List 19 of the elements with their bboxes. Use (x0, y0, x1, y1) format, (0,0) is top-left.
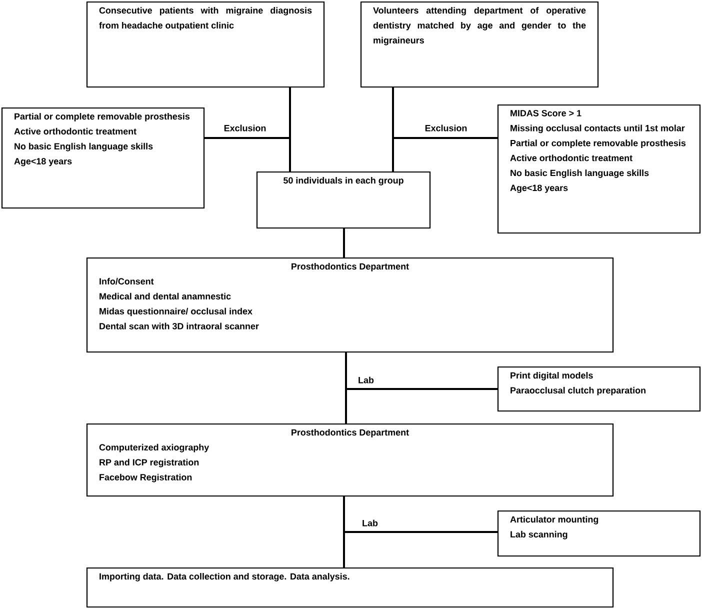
process-box: Volunteers attending department of operative dentistry matched by age and gender to the migraineurs (360, 1, 599, 88)
process-box: Prosthodontics Department Info/Consent Medical and dental anamnestic Midas questionnaire/ occlusal index Dental scan with 3D intraoral scanner (86, 257, 614, 353)
connector-line (345, 352, 498, 390)
connector-line (204, 87, 291, 139)
connector-line (343, 228, 345, 258)
connector-line (392, 87, 498, 139)
edge-label: Lab (357, 376, 375, 384)
criteria-box: Partial or complete removable prosthesis Active orthodontic treatment No basic English language skills Age<18 years (1, 107, 205, 209)
criteria-box: MIDAS Score > 1 Missing occlusal contacts until 1st molar Partial or complete removable prosthesis Active orthodontic treatment No basic English language skills Age<18 years (497, 104, 701, 234)
criteria-box: Articulator mounting Lab scanning (497, 510, 701, 557)
edge-label: Lab (361, 518, 379, 528)
process-box: Prosthodontics Department Computerized axiography RP and ICP registration Facebow Registration (86, 423, 614, 497)
process-box: Importing data. Data collection and storage. Data analysis. (86, 567, 614, 608)
process-box: Consecutive patients with migraine diagnosis from headache outpatient clinic (86, 1, 325, 88)
criteria-box: Print digital models Paraocclusal clutch preparation (497, 366, 701, 412)
connector-line (343, 496, 498, 533)
edge-label: Exclusion (222, 124, 268, 132)
process-box: 50 individuals in each group (256, 171, 431, 229)
edge-label: Exclusion (424, 124, 468, 132)
